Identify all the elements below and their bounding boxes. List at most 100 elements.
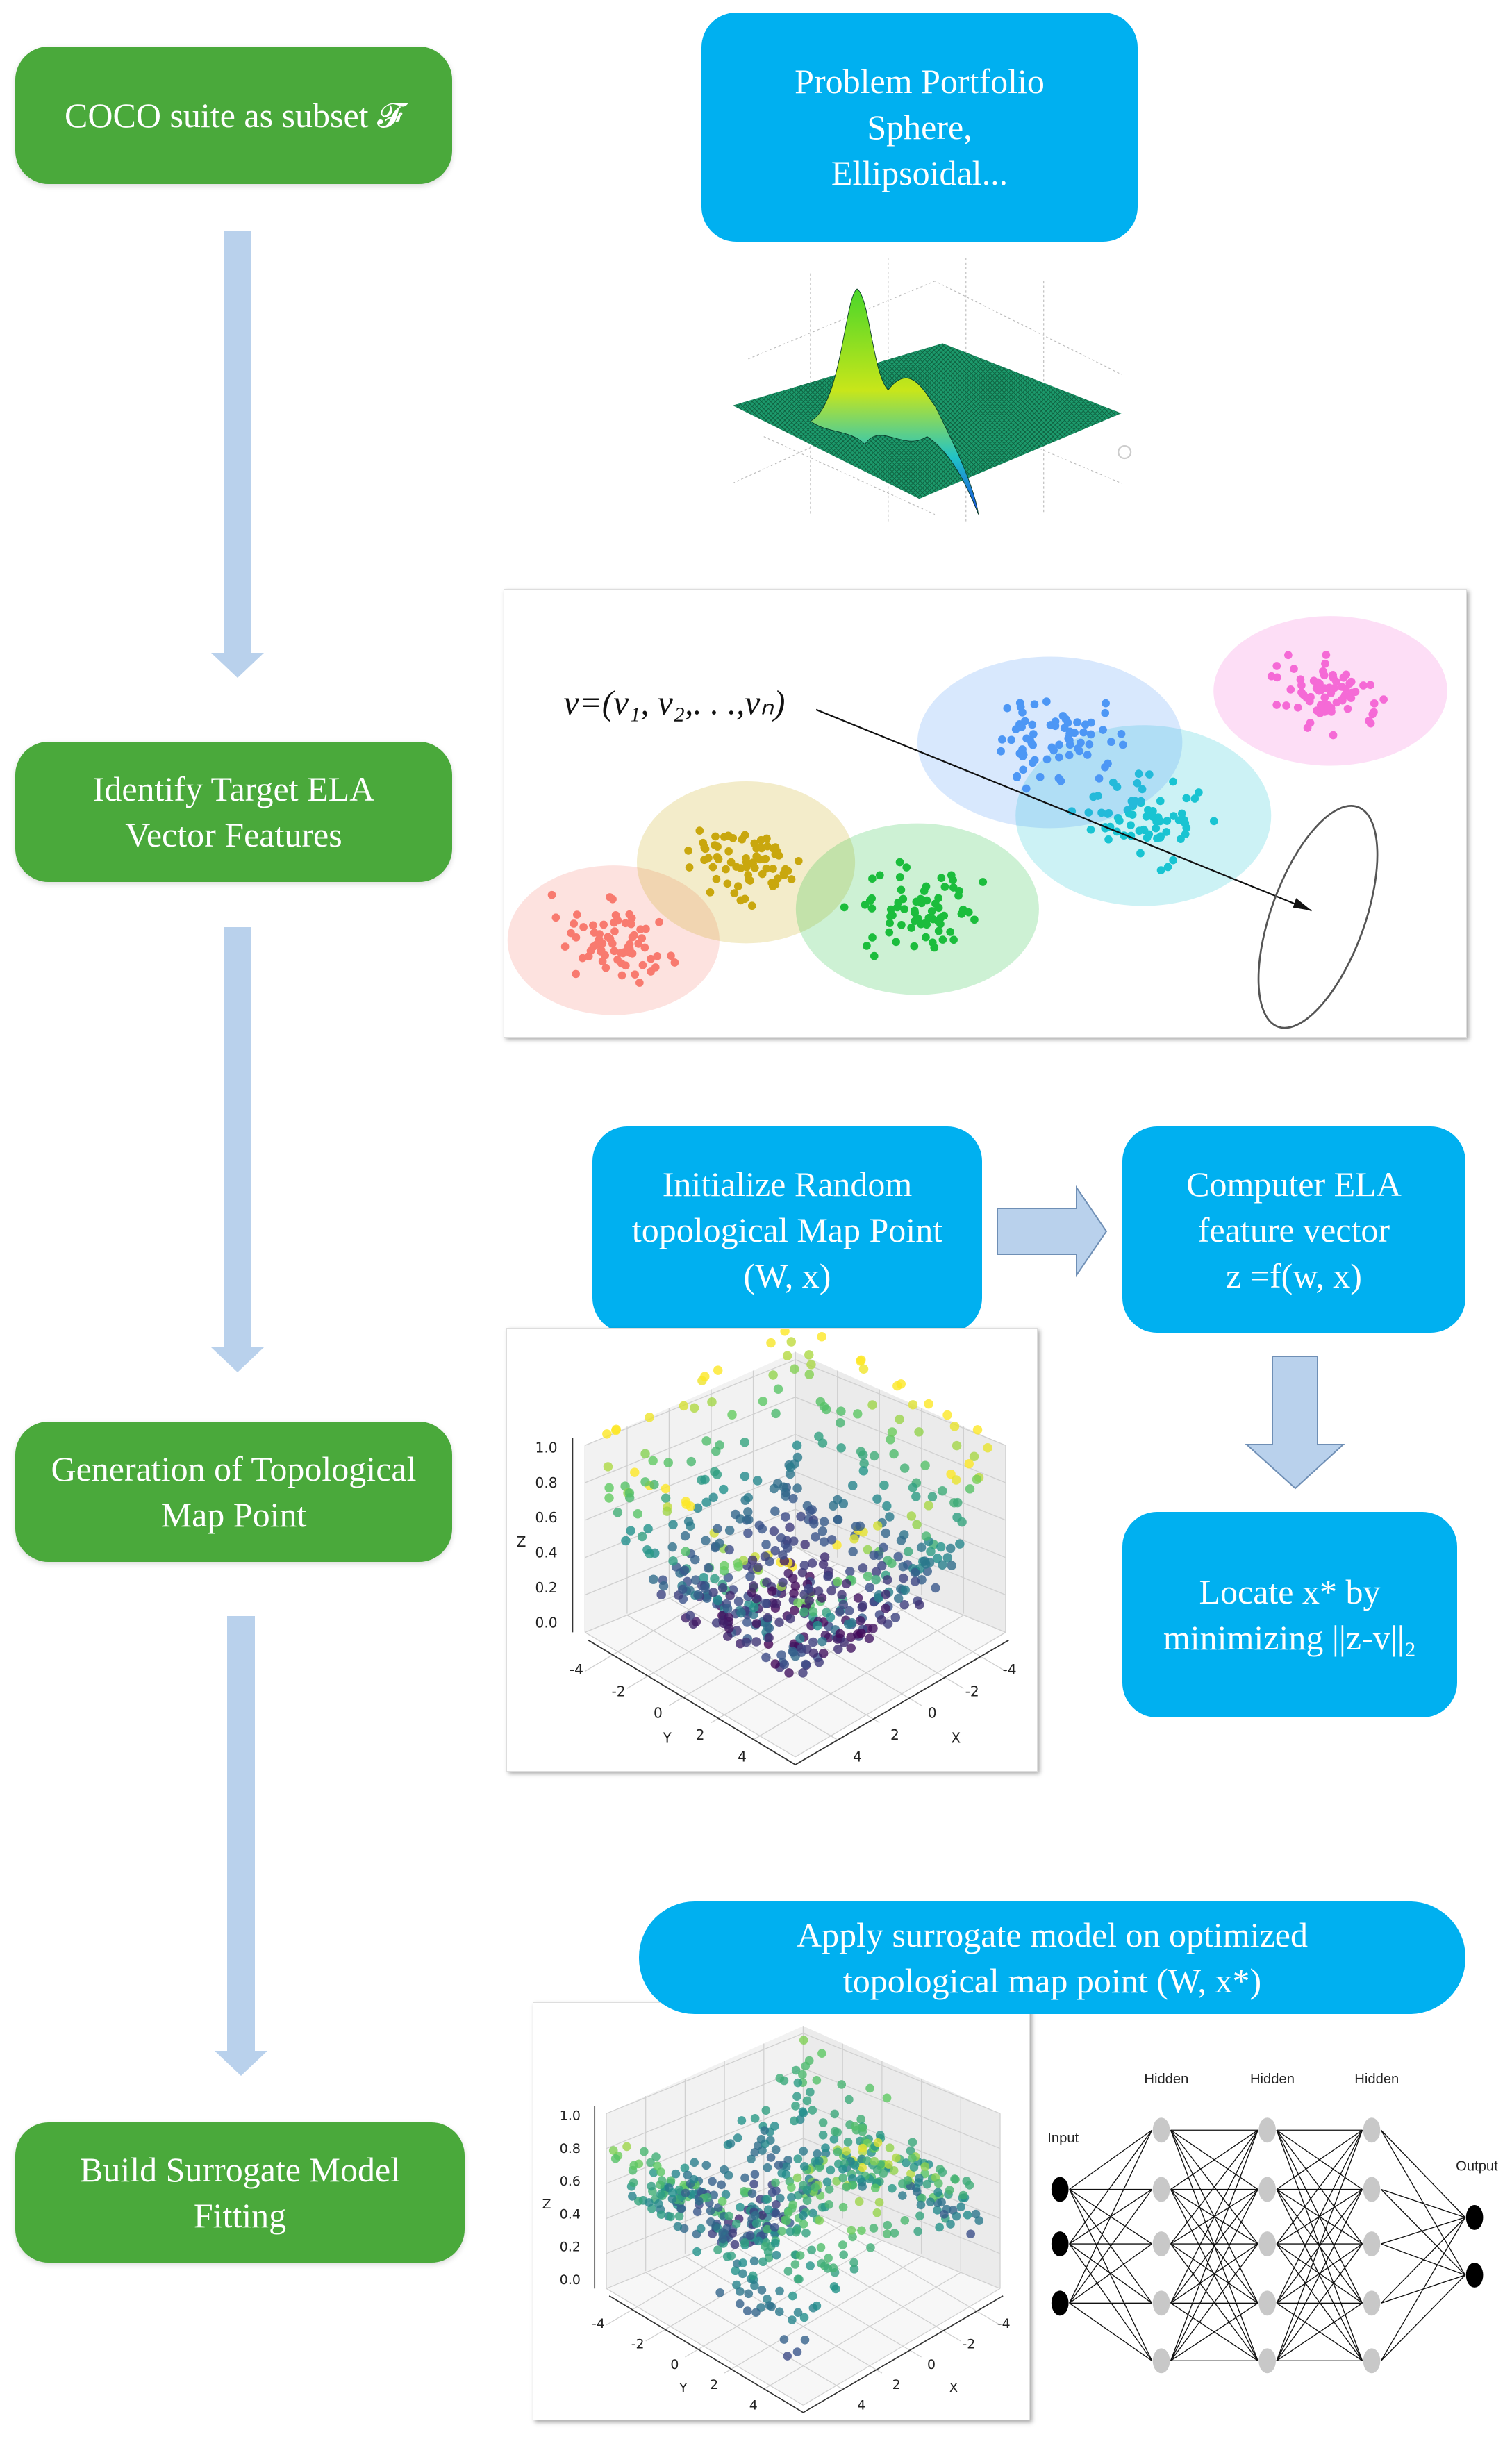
scatter-point: [693, 1590, 703, 1600]
cluster-point: [1051, 722, 1060, 731]
scatter-point: [747, 2189, 757, 2198]
scatter-point: [858, 2123, 867, 2133]
scatter-point: [708, 1492, 718, 1503]
cluster-point: [1022, 784, 1031, 793]
scatter-point: [640, 2147, 649, 2156]
scatter-point: [713, 2203, 723, 2212]
scatter-point: [747, 1555, 758, 1565]
cluster-point: [1109, 778, 1118, 787]
scatter-point: [926, 1547, 936, 1556]
scatter-point: [816, 2242, 826, 2252]
cluster-point: [911, 908, 920, 917]
scatter-point: [775, 2193, 785, 2203]
scatter-point: [808, 1637, 818, 1647]
scatter-point: [835, 1607, 845, 1617]
scatter-point: [896, 1536, 906, 1545]
scatter-point: [685, 1611, 695, 1620]
cluster-point: [711, 832, 720, 841]
cluster-point: [910, 942, 919, 951]
nn-edge: [1170, 2243, 1258, 2361]
scatter-point: [797, 1567, 808, 1578]
cluster-point: [608, 939, 617, 948]
cluster-point: [1342, 670, 1351, 679]
scatter-point: [701, 1536, 711, 1545]
scatter-point: [849, 2258, 858, 2267]
scatter-point: [731, 1509, 740, 1520]
scatter-point: [763, 2224, 772, 2234]
cluster-point: [598, 939, 607, 948]
nn-edge: [1380, 2129, 1466, 2276]
step-build-surrogate-label: Build Surrogate Model Fitting: [79, 2150, 401, 2235]
cluster-point: [733, 882, 742, 891]
cluster-point: [572, 969, 580, 979]
scatter-point: [893, 1593, 904, 1604]
scatter-point: [718, 2228, 727, 2237]
scatter-point: [842, 2147, 851, 2156]
scatter-point: [845, 1567, 855, 1576]
scatter-point: [681, 2188, 690, 2198]
cluster-point: [1169, 777, 1177, 786]
nn-edge: [1276, 2189, 1363, 2361]
scatter-point: [769, 1526, 779, 1536]
cluster-point: [1104, 759, 1112, 768]
scatter-point: [753, 1562, 763, 1572]
scatter-point: [647, 2181, 656, 2191]
scatter-point: [703, 1563, 713, 1573]
cluster-point: [578, 954, 587, 963]
nn-input-node: [1051, 2177, 1069, 2202]
cluster-point: [642, 924, 650, 933]
cluster-point: [946, 928, 954, 936]
scatter-point: [788, 1647, 798, 1656]
scatter-point: [885, 1512, 895, 1522]
scatter-point: [795, 1633, 805, 1644]
scatter-point: [872, 1521, 883, 1531]
scatter-point: [933, 2206, 942, 2215]
scatter-point: [661, 1483, 671, 1494]
scatter-point: [752, 1476, 763, 1486]
cluster-point: [1272, 701, 1281, 709]
scatter-point: [740, 2238, 749, 2247]
cluster-point: [907, 924, 915, 932]
cluster-point: [635, 979, 644, 987]
cluster-point: [670, 958, 679, 967]
nn-edge: [1276, 2129, 1363, 2190]
cluster-point: [794, 856, 803, 865]
scatter-point: [700, 1583, 710, 1593]
scatter-point: [856, 2115, 865, 2124]
initialize-box: Initialize Random topological Map Point …: [592, 1126, 982, 1333]
cluster-point: [572, 910, 581, 919]
scatter-point: [872, 2208, 882, 2217]
cluster-point: [840, 903, 849, 912]
scatter-point: [826, 1586, 836, 1596]
nn-hidden-label: Hidden: [1250, 2072, 1295, 2087]
scatter-point: [706, 2206, 715, 2215]
scatter-point: [833, 1644, 843, 1654]
scatter-point: [758, 2257, 767, 2267]
cluster-point: [1054, 753, 1063, 762]
cluster-point: [667, 951, 675, 960]
nn-edge: [1276, 2243, 1363, 2361]
cluster-point: [1181, 830, 1190, 839]
y-tick-label: 4: [738, 1749, 747, 1765]
scatter-point: [818, 1648, 829, 1658]
step-coco-suite-label: COCO suite as subset 𝓕: [65, 96, 403, 135]
scatter-point: [737, 2116, 747, 2125]
scatter-point: [754, 2141, 763, 2150]
scatter-point: [748, 2271, 758, 2281]
scatter-point: [974, 2216, 983, 2225]
cluster-point: [1094, 792, 1102, 800]
nn-hidden-node: [1258, 2348, 1276, 2374]
z-axis-label: Z: [517, 1533, 526, 1550]
cluster-point: [1324, 701, 1333, 710]
scatter-point: [786, 2227, 795, 2236]
scatter-point: [881, 1604, 890, 1613]
scatter-point: [792, 1440, 802, 1450]
scatter-point: [799, 1607, 809, 1617]
scatter-point: [767, 2302, 776, 2311]
nn-edge: [1170, 2302, 1258, 2361]
scatter-point: [898, 1573, 908, 1583]
cluster-point: [1085, 740, 1094, 749]
z-tick-label: 0.6: [560, 2174, 581, 2189]
scatter-point: [830, 2127, 840, 2136]
